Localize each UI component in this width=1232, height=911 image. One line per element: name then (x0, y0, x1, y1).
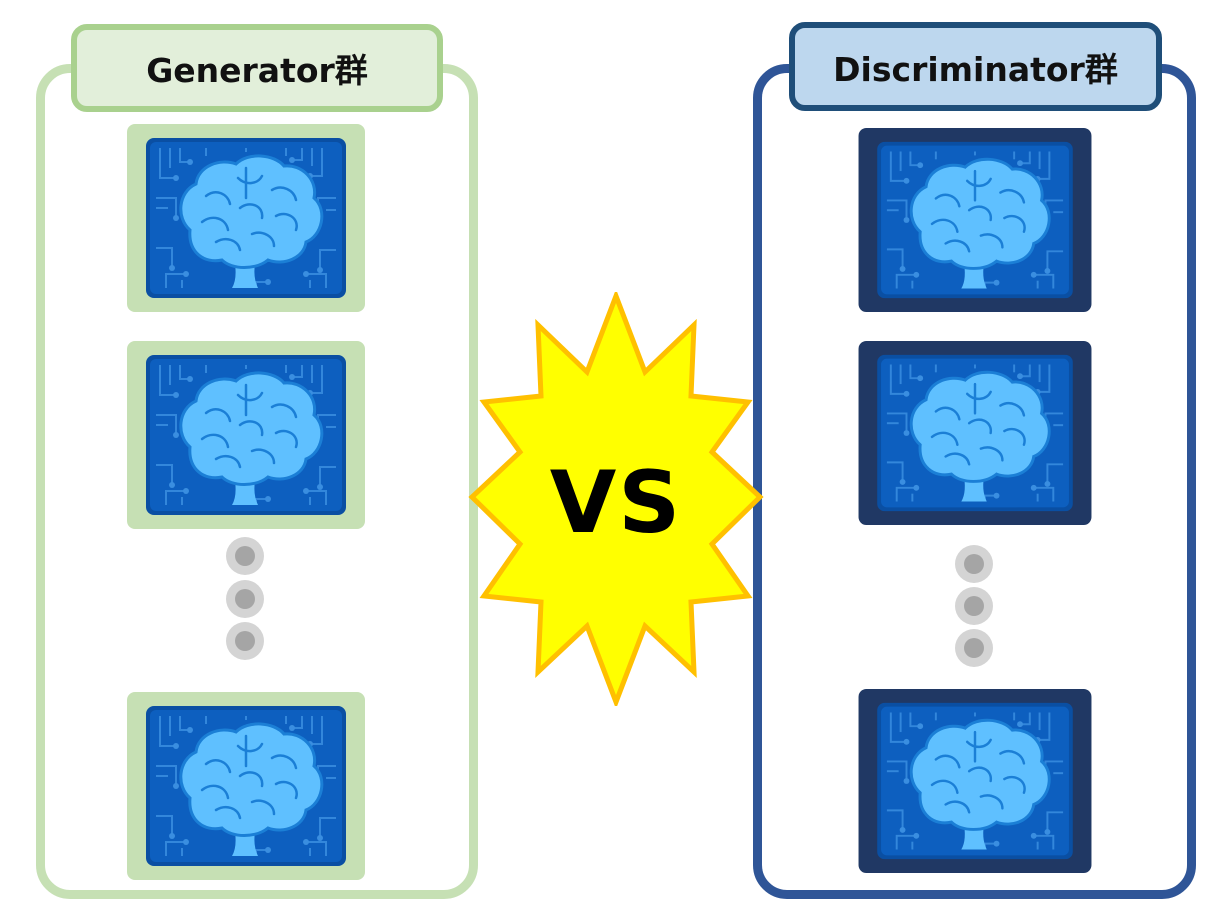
vs-burst-shape (464, 292, 768, 706)
ellipsis-dot-icon (226, 580, 264, 618)
generator-ai-brain-icon (127, 341, 365, 529)
ellipsis-dot-icon (226, 537, 264, 575)
generator-ai-brain-icon (127, 124, 365, 312)
discriminator-group-title: Discriminator群 (789, 22, 1162, 111)
discriminator-ai-brain-icon (858, 128, 1092, 312)
discriminator-ai-brain-icon (858, 341, 1092, 525)
ellipsis-dot-icon (955, 629, 993, 667)
ellipsis-dot-icon (955, 545, 993, 583)
burst-polygon (468, 292, 764, 706)
generator-group-title: Generator群 (71, 24, 443, 112)
ellipsis-dot-icon (955, 587, 993, 625)
discriminator-ai-brain-icon (858, 689, 1092, 873)
vs-label: VS (549, 453, 683, 553)
ellipsis-dot-icon (226, 622, 264, 660)
generator-ai-brain-icon (127, 692, 365, 880)
